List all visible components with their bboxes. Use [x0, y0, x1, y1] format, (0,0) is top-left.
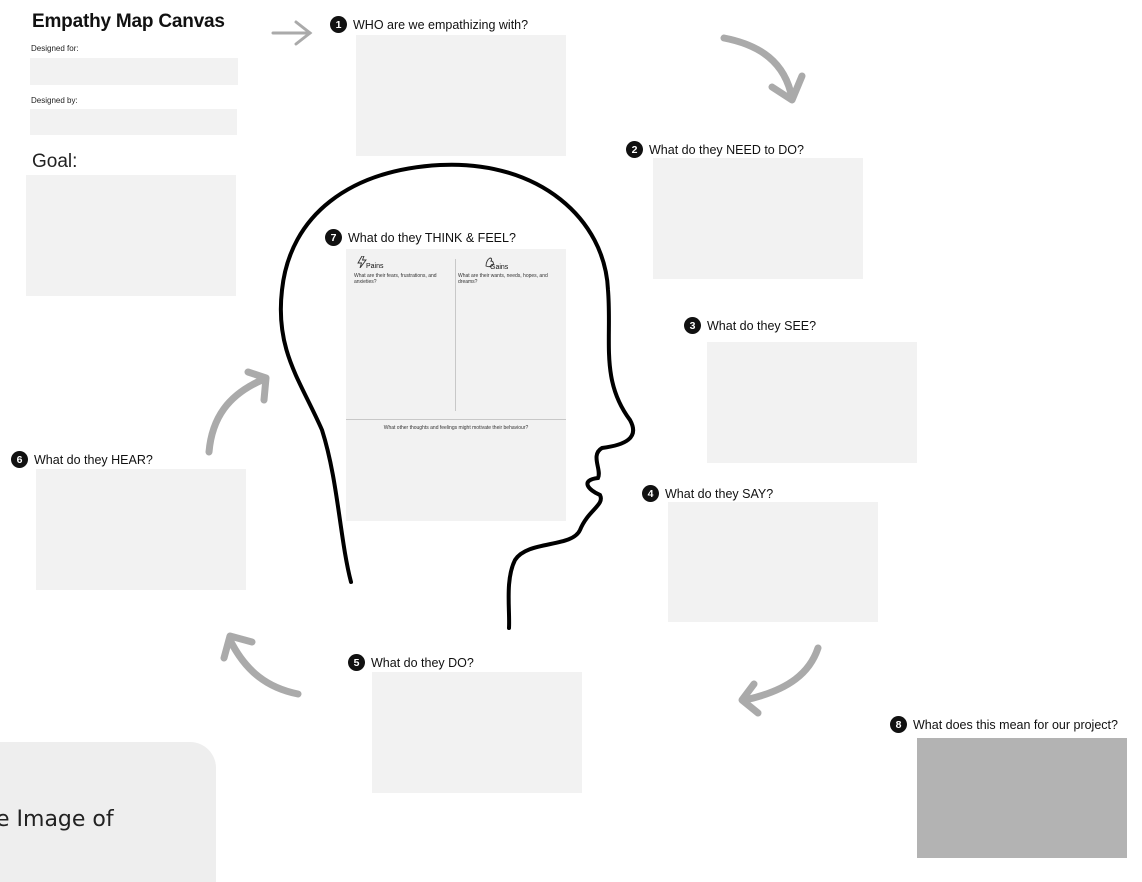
curved-arrow-icon: [720, 34, 806, 104]
step-2-heading: 2 What do they NEED to DO?: [626, 141, 804, 158]
curved-arrow-icon: [220, 632, 302, 698]
gains-icon-wrap: [484, 255, 496, 273]
step-label: What do they DO?: [371, 655, 474, 670]
think-feel-box[interactable]: Pains What are their fears, frustrations…: [346, 249, 566, 521]
step-7-heading: 7 What do they THINK & FEEL?: [325, 229, 516, 246]
step-5-heading: 5 What do they DO?: [348, 654, 474, 671]
designed-by-field[interactable]: [30, 109, 237, 135]
step-label: What do they NEED to DO?: [649, 142, 804, 157]
curved-arrow-icon: [205, 368, 270, 456]
step-number: 7: [325, 229, 342, 246]
step-label: What does this mean for our project?: [913, 717, 1118, 732]
designed-by-label: Designed by:: [31, 96, 78, 105]
goal-label: Goal:: [32, 151, 78, 172]
step-label: What do they THINK & FEEL?: [348, 230, 516, 245]
step-label: What do they SEE?: [707, 318, 817, 333]
designed-for-field[interactable]: [30, 58, 238, 85]
gains-title: Gains: [490, 264, 509, 271]
who-box[interactable]: [356, 35, 566, 156]
do-box[interactable]: [372, 672, 582, 793]
step-number: 3: [684, 317, 701, 334]
flexed-arm-icon: [485, 257, 494, 268]
pains-title: Pains: [366, 263, 384, 270]
step-number: 5: [348, 654, 365, 671]
need-to-do-box[interactable]: [653, 158, 863, 279]
designed-for-label: Designed for:: [31, 44, 79, 53]
curved-arrow-icon: [738, 644, 822, 717]
step-1-heading: 1 WHO are we empathizing with?: [330, 16, 528, 33]
diagram-graphics: [205, 20, 822, 717]
arrow-right-icon: [271, 20, 313, 46]
step-number: 6: [11, 451, 28, 468]
hear-box[interactable]: [36, 469, 246, 590]
divider: [346, 419, 566, 420]
overlay-text: e Image of: [0, 807, 114, 832]
step-4-heading: 4 What do they SAY?: [642, 485, 773, 502]
project-meaning-box[interactable]: [917, 738, 1127, 858]
step-label: What do they HEAR?: [34, 452, 153, 467]
canvas-title: Empathy Map Canvas: [32, 11, 225, 32]
step-number: 2: [626, 141, 643, 158]
lightning-icon: [357, 255, 367, 269]
divider: [455, 259, 456, 411]
other-thoughts-text: What other thoughts and feelings might m…: [383, 425, 529, 431]
step-number: 1: [330, 16, 347, 33]
say-box[interactable]: [668, 502, 878, 622]
pains-text: What are their fears, frustrations, and …: [354, 273, 437, 285]
step-6-heading: 6 What do they HEAR?: [11, 451, 153, 468]
step-3-heading: 3 What do they SEE?: [684, 317, 816, 334]
see-box[interactable]: [707, 342, 917, 463]
step-number: 4: [642, 485, 659, 502]
step-8-heading: 8 What does this mean for our project?: [890, 716, 1118, 733]
head-outline: [278, 162, 636, 630]
gains-text: What are their wants, needs, hopes, and …: [458, 273, 548, 285]
step-label: WHO are we empathizing with?: [353, 17, 529, 32]
step-label: What do they SAY?: [665, 486, 774, 501]
pains-icon-wrap: [356, 255, 368, 273]
goal-box[interactable]: [26, 175, 236, 296]
step-number: 8: [890, 716, 907, 733]
